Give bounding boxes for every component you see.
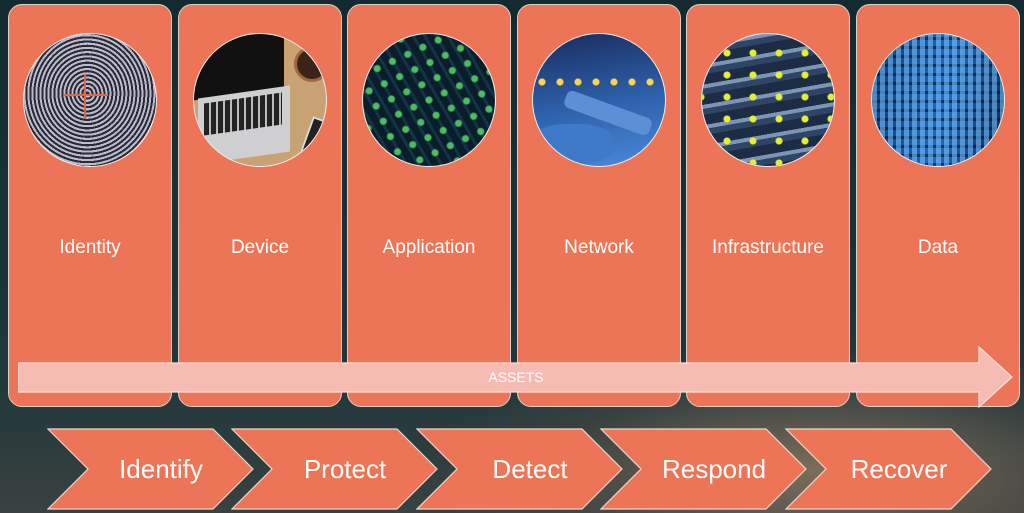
code-grid-icon	[362, 33, 496, 167]
asset-column-infrastructure: Infrastructure	[686, 4, 850, 407]
assets-arrow: ASSETS	[18, 346, 1014, 408]
function-label: Recover	[850, 454, 948, 484]
network-cables-icon	[532, 33, 666, 167]
asset-column-application: Application	[347, 4, 511, 407]
asset-label: Network	[564, 237, 634, 258]
function-chevron-detect: Detect	[416, 428, 624, 510]
asset-label: Device	[230, 237, 290, 258]
assets-arrow-label: ASSETS	[488, 369, 544, 385]
function-chevron-protect: Protect	[231, 428, 439, 510]
asset-label: Infrastructure	[712, 237, 824, 258]
asset-label: Data	[917, 237, 959, 258]
asset-column-identity: Identity	[8, 4, 172, 407]
function-label: Identify	[119, 454, 203, 484]
asset-column-device: Device	[178, 4, 342, 407]
hex-data-icon	[871, 33, 1005, 167]
laptop-icon	[193, 33, 327, 167]
function-label: Detect	[492, 454, 568, 484]
function-label: Protect	[303, 454, 387, 484]
asset-column-network: Network	[517, 4, 681, 407]
asset-label: Identity	[59, 237, 121, 258]
function-label: Respond	[661, 454, 767, 484]
function-chevron-recover: Recover	[785, 428, 993, 510]
server-rack-icon	[701, 33, 835, 167]
asset-column-data: Data	[856, 4, 1020, 407]
function-chevron-identify: Identify	[47, 428, 255, 510]
asset-label: Application	[382, 237, 476, 258]
fingerprint-icon	[23, 33, 157, 167]
function-chevron-respond: Respond	[600, 428, 808, 510]
